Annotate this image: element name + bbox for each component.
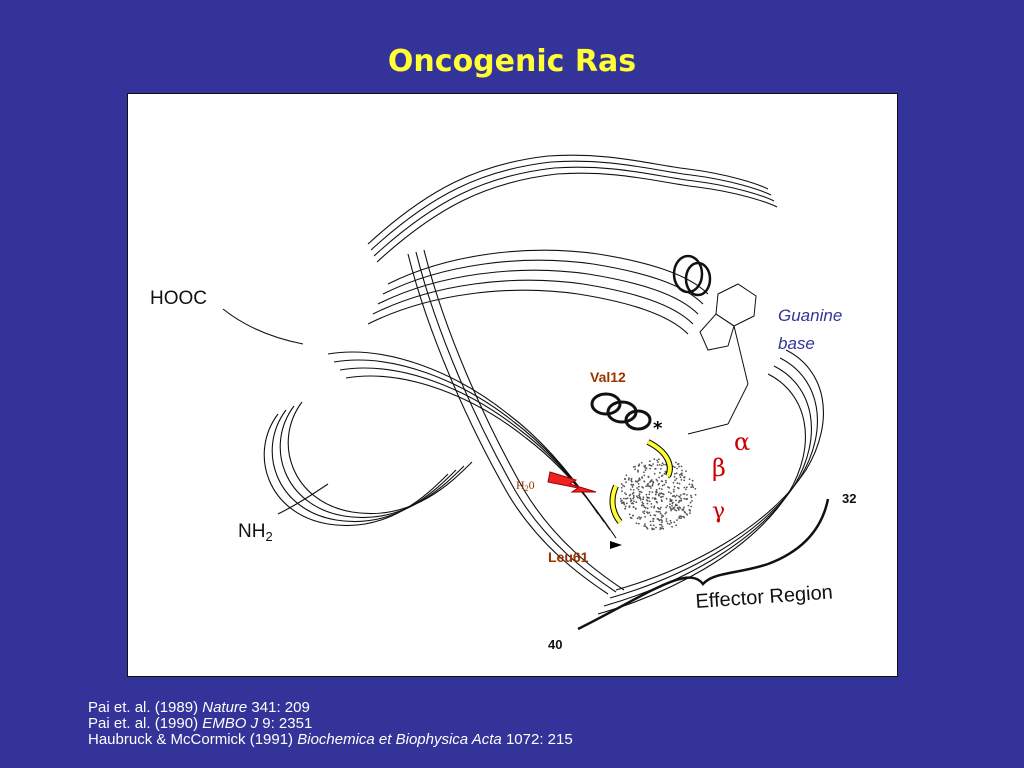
c-terminus-tail bbox=[222, 308, 304, 345]
label-alpha: α bbox=[734, 428, 750, 456]
n-terminus-tail bbox=[277, 483, 329, 515]
effector-brace bbox=[577, 498, 830, 631]
label-water: H20 bbox=[516, 478, 535, 493]
gtp-dotted-sphere bbox=[619, 458, 697, 531]
ribbon-strand-upper-sheet bbox=[367, 249, 709, 335]
reference-journal: Biochemica et Biophysica Acta bbox=[297, 731, 502, 748]
label-effector-region: Effector Region bbox=[695, 581, 834, 613]
label-hooc: HOOC bbox=[150, 288, 207, 309]
label-nh2: NH2 bbox=[238, 521, 273, 544]
ribbon-strand-left-loop bbox=[263, 401, 473, 527]
reference-line: Pai et. al. (1989) Nature 341: 209 bbox=[88, 700, 573, 716]
label-guanine-line1: Guanine bbox=[778, 306, 842, 325]
reference-line: Haubruck & McCormick (1991) Biochemica e… bbox=[88, 732, 573, 748]
upper-helix bbox=[672, 254, 712, 297]
reference-citation: 9: 2351 bbox=[258, 715, 313, 732]
label-residue-32: 32 bbox=[842, 491, 856, 506]
label-residue-40: 40 bbox=[548, 637, 562, 652]
guanine-rings bbox=[687, 283, 757, 435]
ribbon-strand-diagonal bbox=[407, 249, 625, 595]
ribbon-diagram: * HOOC NH2 Guanine base Val12 Leu61 H20 … bbox=[150, 154, 856, 652]
val12-helix bbox=[590, 392, 652, 431]
reference-citation: 341: 209 bbox=[247, 699, 310, 716]
reference-journal: EMBO J bbox=[202, 715, 259, 732]
leu61-arrow-icon bbox=[610, 541, 622, 549]
asterisk-marker: * bbox=[653, 418, 663, 439]
ras-structure-figure: * HOOC NH2 Guanine base Val12 Leu61 H20 … bbox=[127, 93, 898, 677]
label-beta: β bbox=[712, 454, 726, 482]
reference-line: Pai et. al. (1990) EMBO J 9: 2351 bbox=[88, 716, 573, 732]
slide-title: Oncogenic Ras bbox=[387, 44, 637, 79]
lightning-bolt-icon bbox=[547, 471, 597, 493]
label-gamma: γ bbox=[712, 499, 725, 524]
label-leu61: Leu61 bbox=[548, 549, 589, 565]
reference-authors: Haubruck & McCormick (1991) bbox=[88, 731, 298, 748]
label-guanine-line2: base bbox=[778, 334, 815, 353]
reference-citation: 1072: 215 bbox=[501, 731, 573, 748]
reference-authors: Pai et. al. (1990) bbox=[88, 715, 203, 732]
ribbon-strand-top bbox=[367, 154, 778, 263]
label-val12: Val12 bbox=[590, 369, 626, 385]
reference-authors: Pai et. al. (1989) bbox=[88, 699, 203, 716]
reference-journal: Nature bbox=[202, 699, 248, 716]
ribbon-strand-central bbox=[327, 351, 617, 539]
